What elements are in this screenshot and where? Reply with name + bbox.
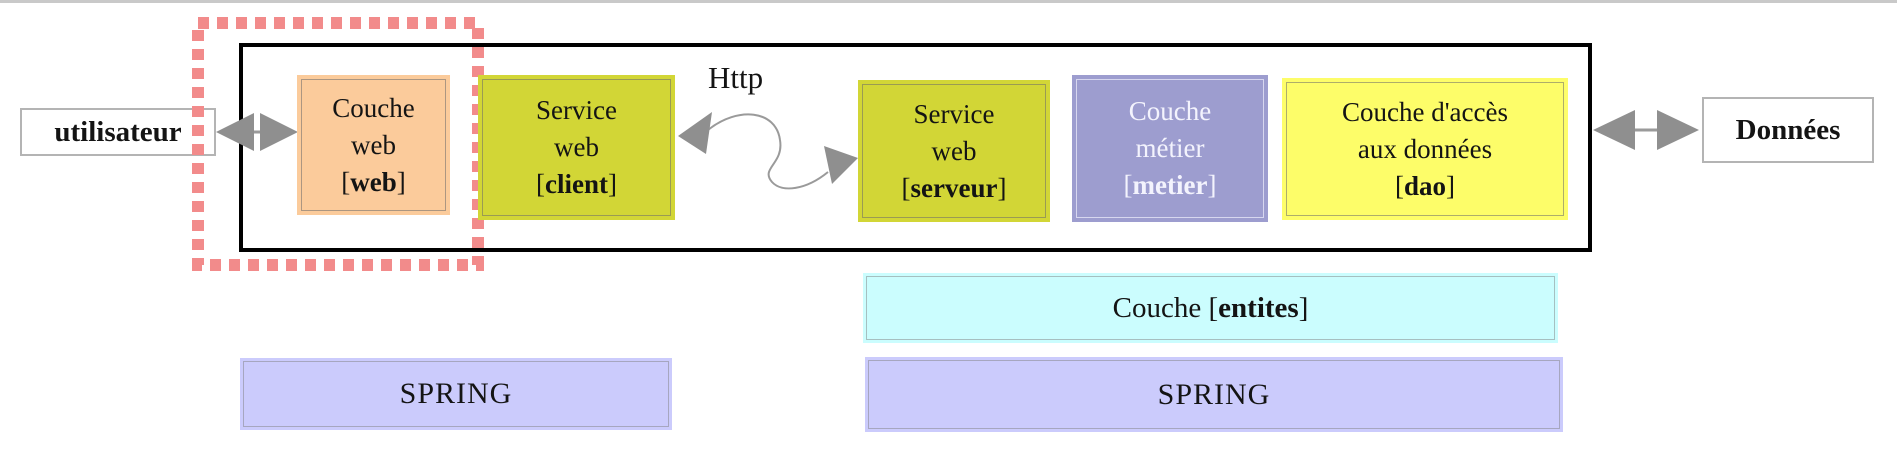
serveur-layer-line2: web (931, 135, 977, 166)
data-box: Données (1702, 97, 1874, 163)
dao-layer-line2: aux données (1357, 133, 1493, 164)
http-squiggle-arrow-icon (678, 112, 858, 190)
serveur-layer-tag: [serveur] (901, 172, 1007, 203)
user-label: utilisateur (54, 115, 182, 148)
middleware-container-rect (239, 43, 1592, 252)
entites-band: Couche [entites] (863, 273, 1558, 343)
dao-data-arrow-icon (1593, 110, 1699, 150)
client-layer-line2: web (554, 132, 599, 162)
metier-layer-line2: métier (1135, 133, 1205, 163)
client-layer-tag: [client] (536, 169, 617, 199)
metier-layer-line1: Couche (1128, 96, 1212, 126)
client-layer-box: Service web [client] (478, 75, 675, 220)
client-layer-line1: Service (536, 95, 617, 125)
web-layer-tag: [web] (341, 166, 406, 197)
spring-right-label: SPRING (1157, 377, 1271, 411)
user-box: utilisateur (20, 108, 216, 156)
metier-layer-tag: [metier] (1123, 170, 1217, 200)
web-layer-line1: Couche (332, 92, 415, 123)
spring-band-left: SPRING (240, 358, 672, 430)
serveur-layer-line1: Service (913, 98, 995, 129)
spring-band-right: SPRING (865, 357, 1563, 432)
spring-left-label: SPRING (399, 377, 513, 410)
dao-layer-line1: Couche d'accès (1341, 96, 1509, 127)
entites-band-label: Couche [entites] (1112, 291, 1309, 324)
http-label: Http (708, 60, 764, 95)
data-label: Données (1735, 113, 1841, 146)
web-layer-highlight-dashed-rect (192, 17, 484, 271)
metier-layer-box: Couche métier [metier] (1072, 75, 1268, 222)
dao-layer-tag: [dao] (1394, 170, 1456, 201)
user-web-arrow-icon (216, 113, 298, 151)
web-layer-box: Couche web [web] (297, 75, 450, 215)
serveur-layer-box: Service web [serveur] (858, 80, 1050, 222)
page-top-divider (0, 0, 1897, 3)
web-layer-line2: web (351, 129, 396, 160)
dao-layer-box: Couche d'accès aux données [dao] (1282, 78, 1568, 220)
